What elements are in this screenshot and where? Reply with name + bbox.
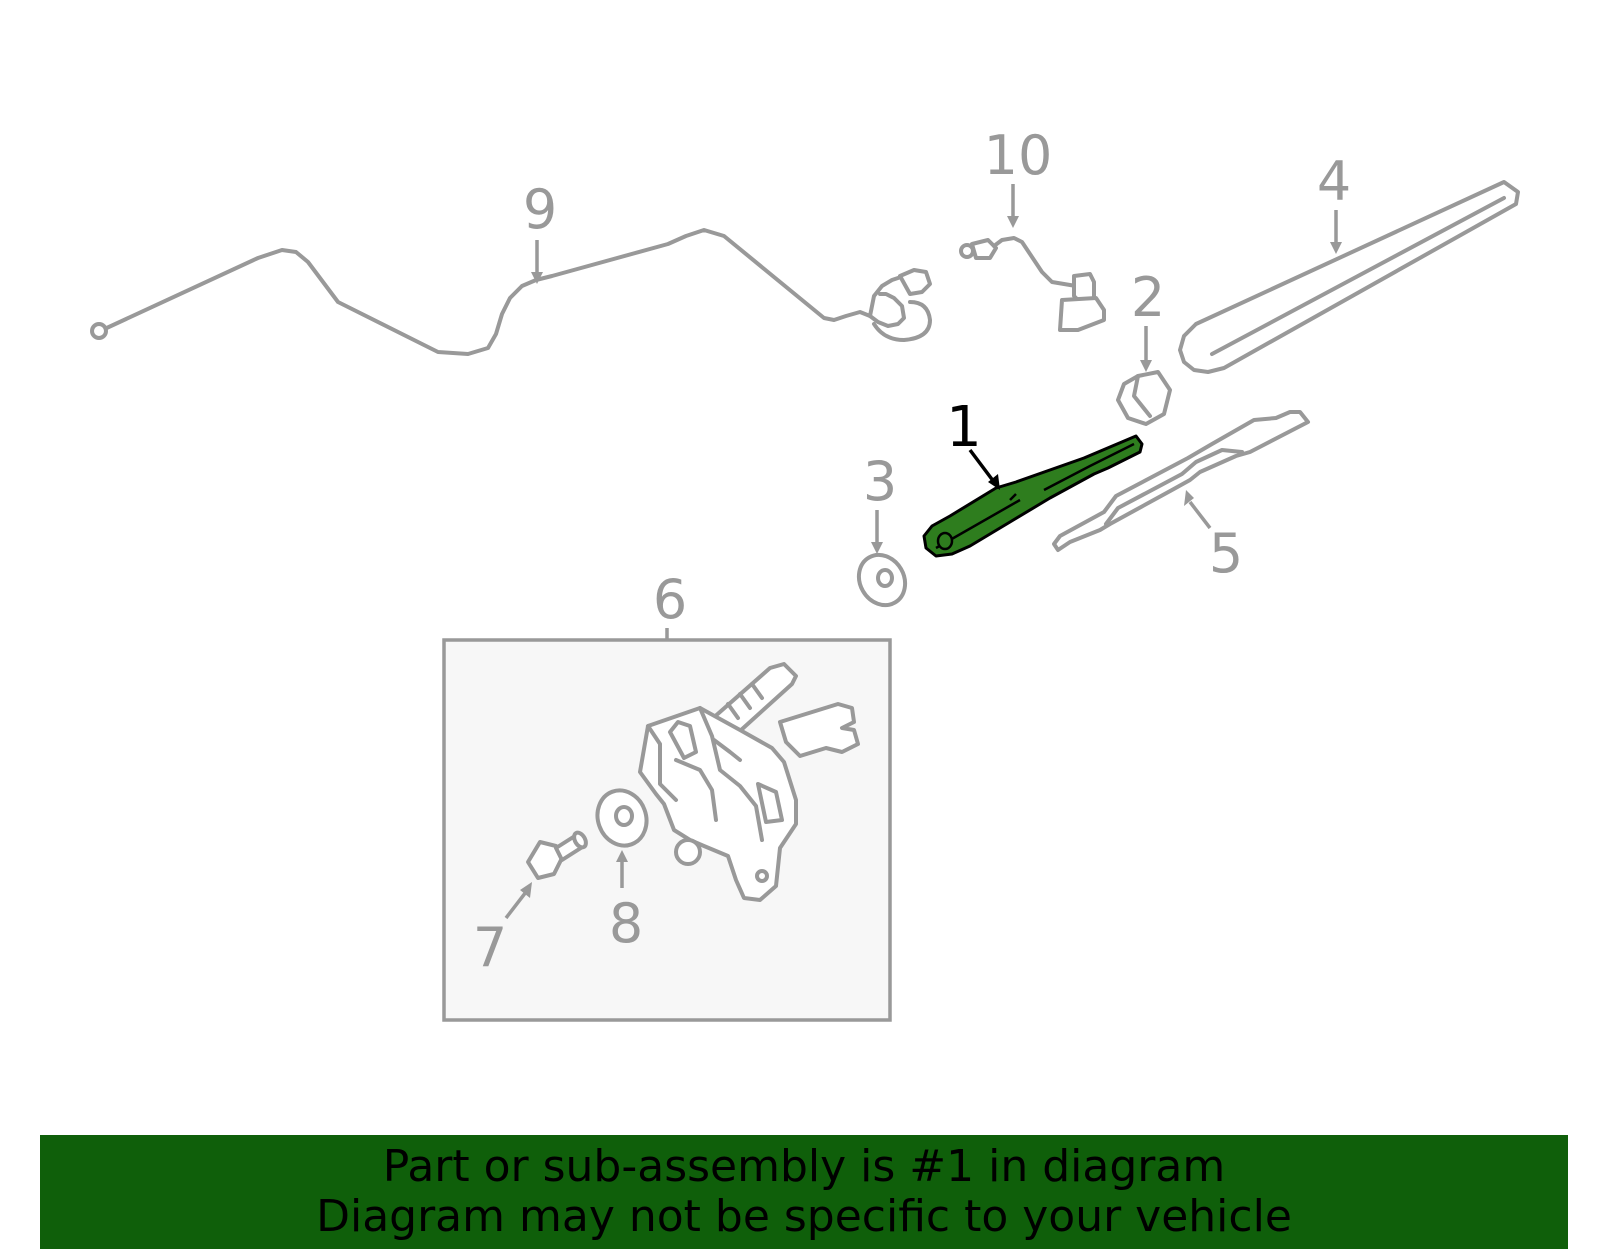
part-8-grommet[interactable] xyxy=(590,783,654,852)
callout-9: 9 xyxy=(523,178,557,241)
part-10-hose-connector[interactable] xyxy=(959,236,1106,332)
part-2-nut-cap[interactable] xyxy=(1116,370,1172,426)
info-banner: Part or sub-assembly is #1 in diagram Di… xyxy=(40,1135,1568,1249)
callout-8: 8 xyxy=(609,892,643,955)
banner-line-1: Part or sub-assembly is #1 in diagram xyxy=(382,1141,1226,1192)
callout-1: 1 xyxy=(946,395,982,460)
callout-3: 3 xyxy=(863,450,897,513)
callout-2: 2 xyxy=(1131,266,1165,329)
part-5-blade-insert[interactable] xyxy=(1052,410,1310,552)
leader-arrows xyxy=(504,184,1342,920)
banner-line-2: Diagram may not be specific to your vehi… xyxy=(316,1191,1292,1242)
part-4-wiper-blade[interactable] xyxy=(1178,180,1520,374)
callout-10: 10 xyxy=(984,124,1053,187)
part-9-washer-hose[interactable] xyxy=(90,228,932,356)
callout-4: 4 xyxy=(1317,150,1351,213)
part-6-wiper-motor[interactable] xyxy=(638,662,860,902)
part-6-inset-frame[interactable] xyxy=(442,638,892,1022)
callout-6: 6 xyxy=(653,568,687,631)
callout-7: 7 xyxy=(473,916,507,979)
part-7-bolt[interactable] xyxy=(526,830,588,880)
callout-5: 5 xyxy=(1209,522,1243,585)
part-3-washer[interactable] xyxy=(850,546,914,613)
